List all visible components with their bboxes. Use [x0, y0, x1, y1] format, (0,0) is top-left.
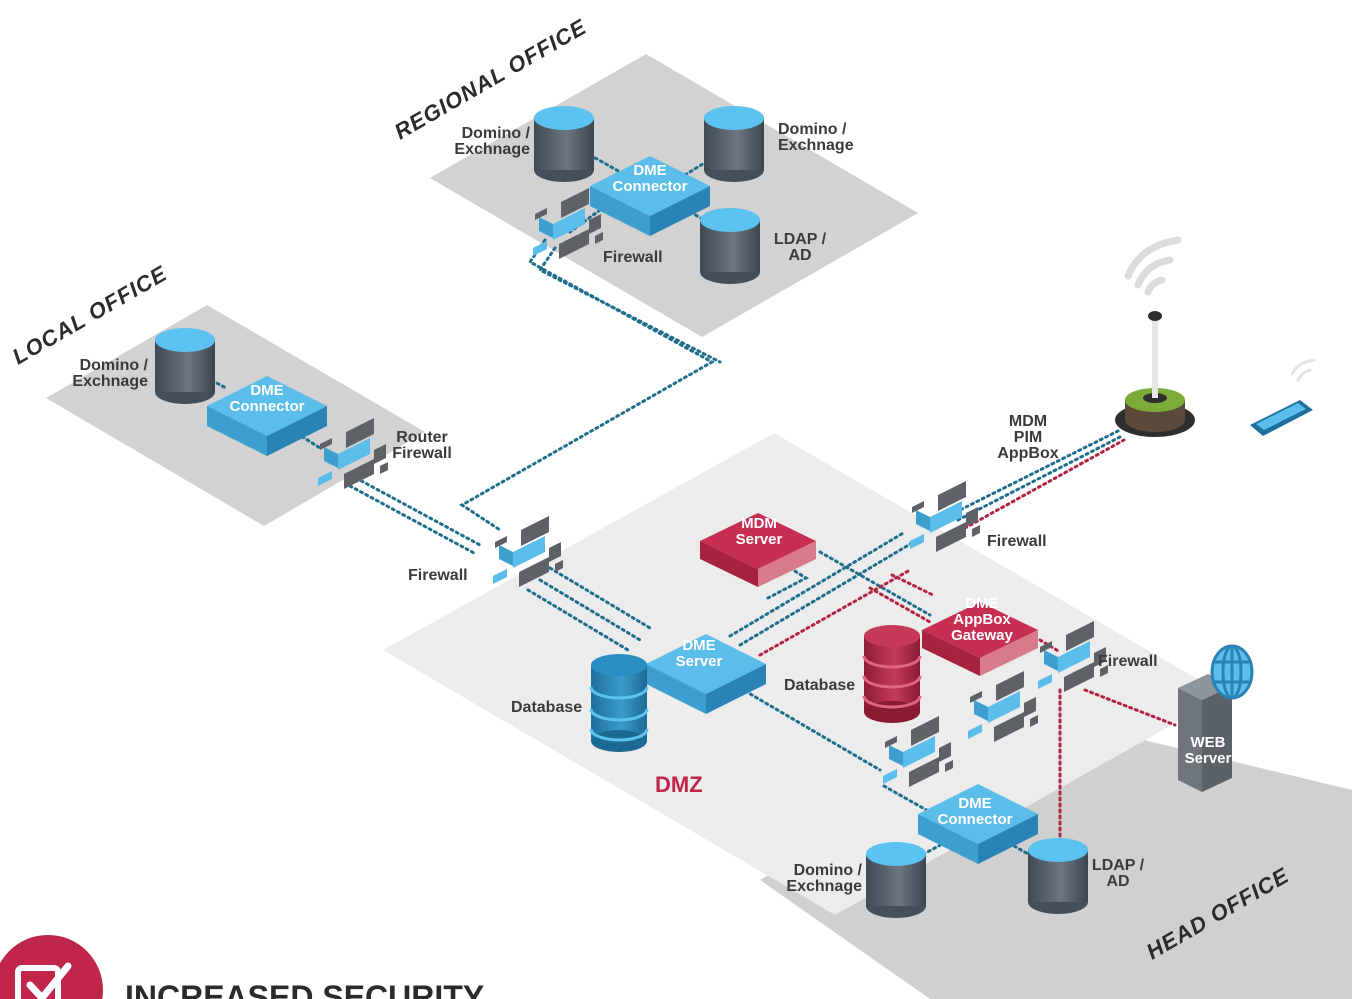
head-ldap-label: LDAP /AD [1092, 857, 1145, 890]
globe-icon [1210, 644, 1254, 700]
wifi-icon [1124, 236, 1182, 296]
red-connections [758, 438, 1177, 842]
regional-db-right-label: Domino /Exchnage [778, 121, 854, 154]
regional-db-right-icon [704, 106, 764, 182]
database-blue-label: Database [511, 699, 582, 716]
dmz-firewall-top-right-icon [910, 481, 980, 552]
regional-firewall-label: Firewall [603, 249, 663, 266]
regional-ldap-db-icon [700, 208, 760, 284]
database-red-label: Database [784, 677, 855, 694]
regional-db-left-icon [534, 106, 594, 182]
dmz-firewall-left-label: Firewall [408, 567, 468, 584]
database-blue-icon [589, 652, 649, 754]
dmz-firewall-top-right-label: Firewall [987, 533, 1047, 550]
dmz-platform [383, 433, 1225, 915]
head-db-label: Domino /Exchnage [786, 862, 862, 895]
local-db-icon [155, 328, 215, 404]
footer-title: INCREASED SECURITY [125, 979, 484, 999]
checkbox-icon [0, 935, 103, 999]
head-db-icon [866, 842, 926, 918]
regional-db-left-label: Domino /Exchnage [454, 125, 530, 158]
web-server-icon [1178, 674, 1232, 792]
smartphone-icon [1250, 400, 1313, 436]
antenna-icon [1115, 311, 1195, 437]
dmz-firewall-right-label: Firewall [1098, 653, 1158, 670]
dmz-label: DMZ [655, 772, 703, 797]
local-db-label: Domino /Exchnage [72, 357, 148, 390]
regional-ldap-label: LDAP /AD [774, 231, 827, 264]
head-ldap-db-icon [1028, 838, 1088, 914]
database-red-icon [862, 623, 922, 725]
phone-wifi-icon [1290, 358, 1316, 382]
